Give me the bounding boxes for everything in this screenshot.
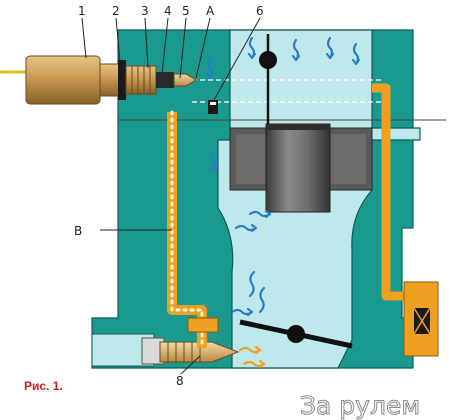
callout-4: 4: [164, 4, 172, 18]
leader-lines: [81, 17, 261, 375]
idle-screw-housing: [91, 333, 165, 367]
callout-3: 3: [141, 4, 149, 18]
throttle-plate: [239, 319, 353, 349]
fuel-spray-arrows: [238, 345, 266, 369]
fuel-return-pipe: [372, 83, 439, 357]
figure-caption: Рис. 1.: [24, 379, 63, 393]
callout-5: 5: [182, 4, 190, 18]
callout-6: 6: [256, 4, 264, 18]
control-rod: [259, 34, 277, 124]
callout-1: 1: [78, 4, 86, 18]
fuel-passage-b: [167, 110, 219, 350]
valve-element-6: [208, 100, 218, 114]
idle-adjusting-screw: [159, 341, 240, 363]
watermark: За рулем: [300, 391, 420, 420]
callout-2: 2: [112, 4, 120, 18]
solenoid-valve: [0, 55, 197, 105]
piston: [265, 123, 331, 213]
callout-8: 8: [176, 374, 184, 388]
air-flow-arrows: [205, 36, 361, 317]
callout-b: B: [74, 224, 82, 238]
callout-a: A: [206, 4, 215, 18]
